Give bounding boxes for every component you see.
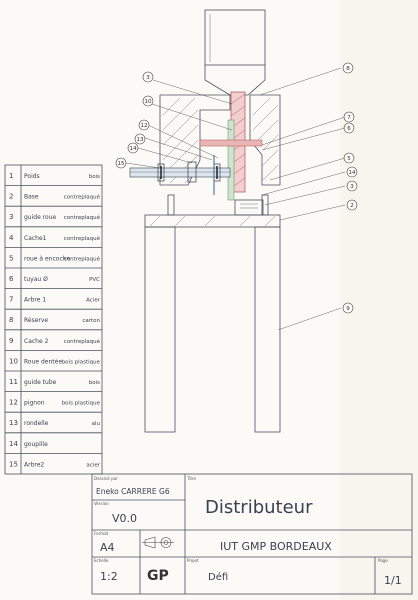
title-block: Dessiné par Eneko CARRERE G6 Version V0.… [91, 473, 413, 595]
bom-item-name: Arbre 1 [24, 297, 46, 304]
bom-item-name: Base [24, 194, 39, 201]
bom-item-number: 11 [9, 378, 18, 386]
callout-label: 5 [347, 156, 351, 162]
guide-tube [129, 155, 231, 195]
bom-item-number: 4 [9, 234, 14, 242]
bom-item-number: 12 [9, 399, 18, 407]
bom-item-number: 5 [9, 254, 13, 262]
bom-item-material: contreplaqué [64, 338, 101, 345]
bom-item-number: 1 [9, 172, 13, 180]
bom-item-name: pignon [24, 400, 45, 407]
bom-item-number: 6 [9, 275, 14, 283]
callout-label: 6 [347, 126, 351, 132]
bom-item-name: Réserve [24, 317, 48, 324]
bom-item-material: contreplaqué [64, 194, 101, 201]
bill-of-materials: 1 Poids bois 2 Base contreplaqué 3 guide roue co… [4, 164, 103, 475]
drawing-title: Distributeur [205, 497, 313, 518]
bom-item-number: 10 [9, 357, 18, 365]
bom-item-name: roue à encoche [24, 255, 71, 262]
bom-item-material: contreplaqué [64, 214, 101, 221]
projection-symbol-icon [142, 536, 174, 549]
callout-balloons [115, 62, 358, 314]
bom-item-name: guide roue [24, 214, 56, 221]
callout-label: 12 [141, 123, 148, 129]
bom-item-number: 15 [9, 460, 18, 468]
callout-label: 3 [146, 75, 150, 81]
bom-item-number: 3 [9, 213, 13, 221]
bom-item-name: Cache 2 [24, 338, 49, 345]
assembly-drawing: 3 8 10 12 13 14 15 7 6 5 14 3 2 9 [115, 9, 358, 433]
format-label: Format [94, 531, 109, 536]
callout-label: 14 [130, 146, 137, 152]
bom-item-number: 7 [9, 296, 13, 304]
bom-item-name: tuyau Ø [24, 276, 48, 283]
callout-label: 15 [118, 161, 125, 167]
callout-label: 9 [346, 306, 350, 312]
project: Défi [208, 571, 228, 583]
bom-item-material: bois [89, 174, 100, 180]
school: IUT GMP BORDEAUX [220, 540, 332, 553]
bom-item-material: Acier [86, 298, 101, 304]
bom-item-name: Arbre2 [24, 461, 44, 468]
bom-item-material: contreplaqué [64, 235, 101, 242]
title-label: Titre [186, 476, 197, 481]
callout-label: 13 [137, 137, 144, 143]
bom-item-name: guide tube [24, 379, 57, 386]
bom-item-name: Cache1 [24, 235, 47, 242]
version-label: Version [94, 501, 109, 506]
callout-label: 14 [349, 170, 356, 176]
bom-item-name: rondelle [24, 420, 49, 427]
bom-item-material: alu [92, 421, 100, 427]
bom-item-number: 14 [9, 440, 18, 448]
bom-item-name: goupille [24, 441, 48, 448]
shaft-1 [199, 139, 263, 147]
leader-lines [125, 67, 346, 331]
callout-label: 8 [346, 66, 350, 72]
bom-item-material: PVC [89, 277, 100, 283]
bom-item-material: carton [82, 318, 100, 324]
version: V0.0 [112, 512, 137, 525]
bom-item-number: 8 [9, 316, 13, 324]
project-label: Projet [187, 558, 199, 563]
bom-item-number: 9 [9, 337, 13, 345]
bom-item-material: bois plastique [62, 401, 101, 407]
bom-item-name: Poids [24, 173, 40, 180]
bom-item-material: contreplaqué [64, 255, 101, 262]
logo-gp: GP [147, 568, 169, 584]
bom-item-number: 13 [9, 419, 18, 427]
callout-label: 7 [347, 115, 351, 121]
scale: 1:2 [100, 570, 118, 583]
callout-label: 2 [350, 203, 354, 209]
sheet-label: Page [378, 558, 388, 563]
bom-item-name: Roue dentée [24, 358, 62, 365]
bom-item-number: 2 [9, 193, 13, 201]
callout-label: 3 [350, 184, 354, 190]
bom-item-material: bois [89, 380, 100, 386]
bom-item-material: acier [86, 462, 100, 468]
scale-label: Echelle [94, 558, 109, 563]
callout-label: 10 [145, 99, 152, 105]
base-plate [144, 194, 281, 228]
sheet-number: 1/1 [384, 574, 402, 587]
drawn-by: Eneko CARRERE G6 [96, 487, 170, 496]
bom-item-material: bois plastique [62, 359, 101, 365]
format: A4 [100, 541, 115, 554]
drawn-by-label: Dessiné par [94, 476, 118, 481]
